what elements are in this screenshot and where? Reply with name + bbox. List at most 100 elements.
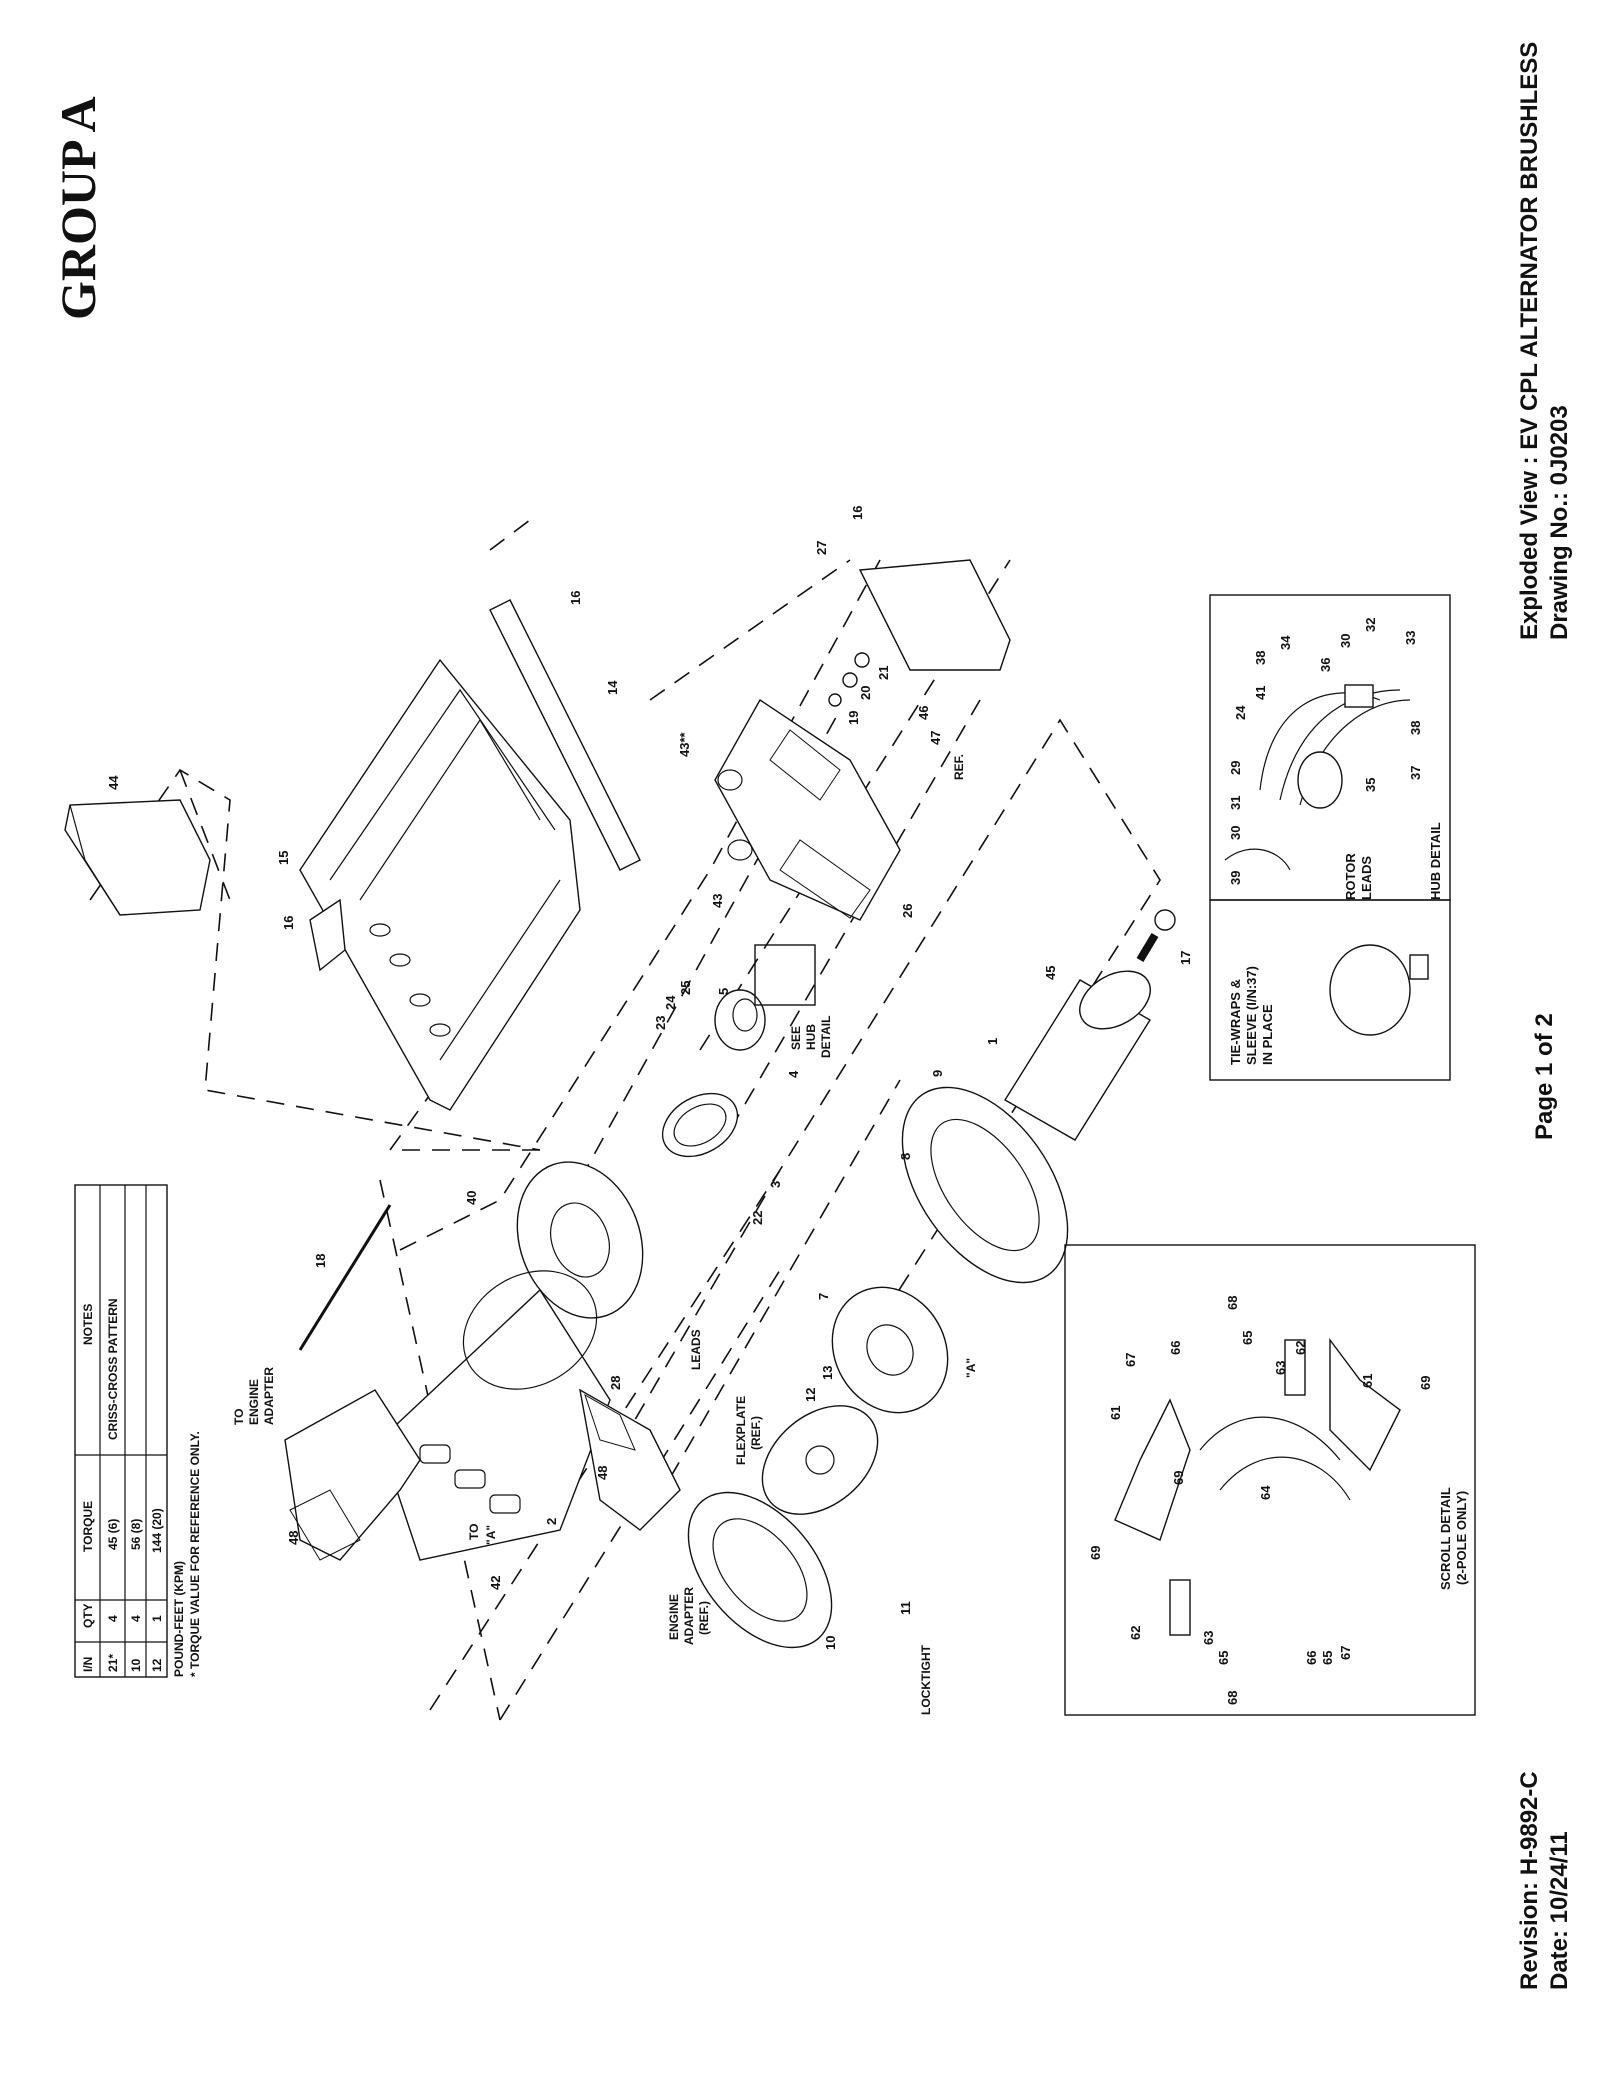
part-7-fan (831, 1286, 949, 1414)
part-3-exciter-stator (661, 1092, 739, 1158)
callout-22: 22 (750, 1211, 765, 1225)
engine-adapter (687, 1491, 833, 1649)
scroll-callout-69-mid: 69 (1171, 1471, 1186, 1485)
label-scroll-detail-2: (2-POLE ONLY) (1454, 1491, 1469, 1585)
part-18-through-bolt (298, 1204, 392, 1351)
part-48-fan-guard-left (284, 1389, 421, 1561)
part-44-top-cover (64, 799, 211, 916)
hub-callout-24: 24 (1233, 705, 1248, 720)
callout-48-right: 48 (595, 1466, 610, 1480)
scroll-callout-65-top: 65 (1240, 1331, 1255, 1345)
revision: Revision: H-9892-C (1516, 1771, 1543, 1990)
callout-13: 13 (820, 1366, 835, 1380)
torque-r3-qty: 1 (150, 1615, 164, 1622)
label-ref: REF. (952, 754, 966, 780)
callout-42: 42 (488, 1576, 503, 1590)
drawing-title: Exploded View : EV CPL ALTERNATOR BRUSHL… (1516, 42, 1543, 640)
torque-r1-torque: 45 (6) (106, 1519, 120, 1550)
callout-4: 4 (786, 1070, 801, 1078)
callout-23: 23 (653, 1016, 668, 1030)
callout-28: 28 (608, 1376, 623, 1390)
scroll-detail-panel (1064, 1244, 1476, 1716)
scroll-callout-61-right: 61 (1360, 1374, 1375, 1388)
callout-27: 27 (814, 541, 829, 555)
callout-12: 12 (803, 1388, 818, 1402)
label-flexplate-2: (REF.) (749, 1416, 763, 1450)
part-40-end-bell (516, 1161, 644, 1319)
callout-26: 26 (900, 904, 915, 918)
scroll-callout-65-bottom: 65 (1216, 1651, 1231, 1665)
callout-48-left: 48 (286, 1531, 301, 1545)
callout-40: 40 (464, 1191, 479, 1205)
callout-18: 18 (313, 1254, 328, 1268)
scroll-callout-61-top: 61 (1108, 1406, 1123, 1420)
see-hub-detail-box (754, 944, 816, 1006)
label-engine-adapter-3: (REF.) (697, 1601, 711, 1635)
label-tie-wraps-1: TIE-WRAPS & (1228, 979, 1243, 1065)
scroll-callout-62-top: 62 (1293, 1341, 1308, 1355)
scroll-callout-63-bottom: 63 (1201, 1631, 1216, 1645)
drawing-number: Drawing No.: 0J0203 (1546, 405, 1573, 640)
label-see-hub-detail-1: SEE (789, 1026, 803, 1050)
scroll-callout-62-bottom: 62 (1128, 1626, 1143, 1640)
label-locktight: LOCKTIGHT (919, 1644, 933, 1715)
hub-callout-35: 35 (1363, 778, 1378, 792)
callout-10: 10 (823, 1636, 838, 1650)
callout-16: 16 (850, 506, 865, 520)
hub-callout-41: 41 (1253, 686, 1268, 700)
part-48-fan-guard-right (579, 1388, 681, 1531)
label-to-a-1: TO (467, 1524, 481, 1540)
callout-1: 1 (985, 1038, 1000, 1045)
callout-19: 19 (846, 711, 861, 725)
callout-43: 43 (710, 894, 725, 908)
label-to-engine-adapter-2: ENGINE (247, 1379, 261, 1425)
torque-col-qty: QTY (81, 1603, 95, 1628)
callout-7: 7 (816, 1293, 831, 1300)
hub-callout-32: 32 (1363, 618, 1378, 632)
callout-5: 5 (716, 988, 731, 995)
part-27-side-plate (858, 559, 1011, 671)
tie-wrap-detail-panel (1209, 899, 1451, 1081)
callout-25: 25 (678, 981, 693, 995)
callout-11: 11 (898, 1601, 913, 1615)
scroll-callout-63-top: 63 (1273, 1361, 1288, 1375)
callout-2: 2 (544, 1518, 559, 1525)
torque-col-notes: NOTES (81, 1304, 95, 1345)
torque-r3-in: 12 (150, 1658, 164, 1672)
label-engine-adapter-1: ENGINE (667, 1594, 681, 1640)
part-14-rail (489, 599, 641, 871)
group-title: GROUP A (50, 96, 106, 320)
label-hub-detail: HUB DETAIL (1428, 822, 1443, 900)
torque-r1-in: 21* (106, 1654, 120, 1672)
label-leads: LEADS (689, 1329, 703, 1370)
callout-16: 16 (568, 591, 583, 605)
callout-44: 44 (106, 775, 121, 790)
hub-callout-38: 38 (1253, 651, 1268, 665)
label-to-engine-adapter-3: ADAPTER (262, 1367, 276, 1425)
annotation-labels: TO ENGINE ADAPTER TO "A" LEADS FLEXPLATE… (232, 754, 1469, 1715)
scroll-callout-67-top: 67 (1123, 1353, 1138, 1367)
torque-r1-notes: CRISS-CROSS PATTERN (106, 1298, 120, 1440)
callout-24: 24 (663, 995, 678, 1010)
torque-table: I/N QTY TORQUE NOTES 21* 4 45 (6) CRISS-… (74, 1184, 202, 1678)
hub-callout-30b: 30 (1228, 826, 1243, 840)
label-to-engine-adapter-1: TO (232, 1409, 246, 1425)
label-rotor-leads-1: ROTOR (1343, 853, 1358, 900)
scroll-detail-callouts: 68 65 66 67 63 62 61 61 69 64 69 69 62 6… (1088, 1296, 1433, 1705)
label-flexplate-1: FLEXPLATE (734, 1396, 748, 1465)
hub-callout-29: 29 (1228, 761, 1243, 775)
scroll-callout-67-bottom: 67 (1338, 1646, 1353, 1660)
scroll-callout-69-right: 69 (1418, 1376, 1433, 1390)
callout-17: 17 (1178, 951, 1193, 965)
callout-8: 8 (898, 1153, 913, 1160)
part-8-flange-ring (901, 1086, 1069, 1284)
revision-date: Date: 10/24/11 (1546, 1831, 1573, 1990)
torque-r3-torque: 144 (20) (150, 1508, 164, 1553)
callout-14: 14 (605, 680, 620, 695)
page-number: Page 1 of 2 (1531, 1013, 1558, 1140)
label-to-a-2: "A" (484, 1525, 498, 1545)
callout-3: 3 (768, 1181, 783, 1188)
hardware-19-21 (828, 652, 870, 707)
hub-callout-37: 37 (1408, 766, 1423, 780)
